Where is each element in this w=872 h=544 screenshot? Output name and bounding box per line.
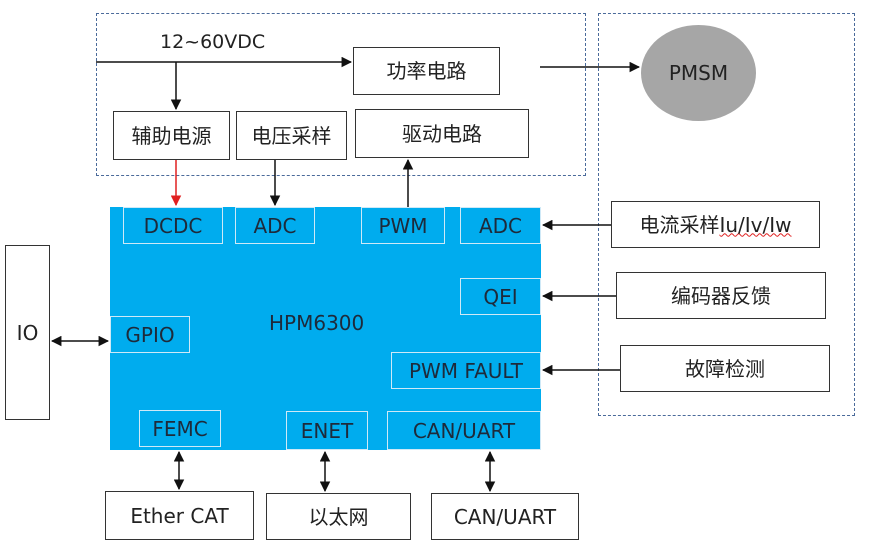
voltage-sampling-block: 电压采样: [236, 111, 347, 160]
port-can-uart: CAN/UART: [387, 411, 541, 450]
power-circuit-block: 功率电路: [353, 47, 500, 95]
port-qei: QEI: [460, 278, 541, 315]
aux-power-block: 辅助电源: [113, 111, 230, 160]
supply-voltage-label: 12~60VDC: [160, 31, 266, 53]
hpm6300-chip: HPM6300 DCDC ADC PWM ADC QEI GPIO PWM FA…: [110, 207, 541, 450]
port-gpio: GPIO: [110, 316, 190, 353]
port-pwm-fault: PWM FAULT: [391, 352, 541, 389]
port-adc-voltage: ADC: [235, 207, 315, 244]
pmsm-motor: PMSM: [641, 25, 756, 121]
encoder-feedback-block: 编码器反馈: [616, 272, 826, 319]
ethernet-block: 以太网: [266, 493, 411, 540]
current-sampling-label: 电流采样: [639, 212, 720, 237]
port-dcdc: DCDC: [123, 207, 223, 244]
port-enet: ENET: [286, 411, 368, 450]
port-femc: FEMC: [139, 410, 221, 447]
can-uart-block: CAN/UART: [431, 493, 579, 540]
port-adc-current: ADC: [460, 207, 541, 244]
current-sampling-signals: Iu/Iv/Iw: [719, 212, 792, 237]
power-stage-region: [96, 13, 586, 176]
port-pwm: PWM: [361, 207, 445, 244]
chip-name-label: HPM6300: [269, 311, 365, 335]
fault-detection-block: 故障检测: [620, 345, 830, 392]
drive-circuit-block: 驱动电路: [355, 109, 529, 158]
pmsm-motor-label: PMSM: [668, 61, 729, 85]
feedback-region: [598, 13, 855, 416]
io-block: IO: [5, 245, 50, 420]
ethercat-block: Ether CAT: [105, 491, 254, 540]
